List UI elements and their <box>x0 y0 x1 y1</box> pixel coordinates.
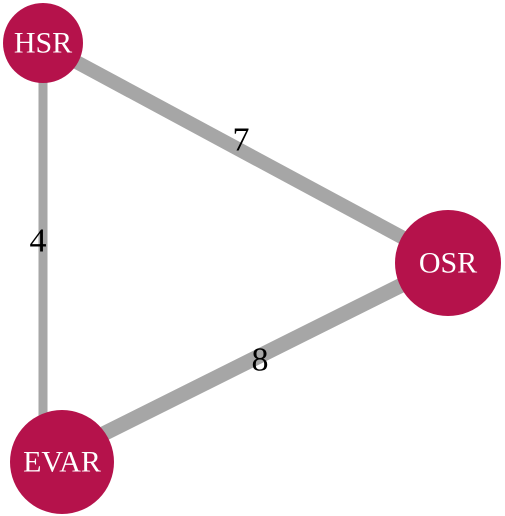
node-evar-circle <box>10 410 114 514</box>
edge-label-evar-osr: 8 <box>252 342 269 379</box>
node-osr-circle <box>395 210 501 316</box>
node-hsr-circle <box>3 3 83 83</box>
node-evar-label: EVAR <box>23 446 101 479</box>
node-hsr-label: HSR <box>14 27 72 60</box>
edge-labels-layer: 7 4 8 <box>30 122 269 379</box>
edge-hsr-osr <box>39 37 452 269</box>
nodes-layer: HSR OSR EVAR <box>3 3 501 514</box>
edges-layer <box>38 37 452 471</box>
edge-evar-osr <box>39 255 452 471</box>
edge-label-hsr-evar: 4 <box>30 223 47 260</box>
node-osr: OSR <box>395 210 501 316</box>
node-osr-label: OSR <box>419 247 477 280</box>
edge-label-hsr-osr: 7 <box>233 122 250 159</box>
node-evar: EVAR <box>10 410 114 514</box>
node-hsr: HSR <box>3 3 83 83</box>
